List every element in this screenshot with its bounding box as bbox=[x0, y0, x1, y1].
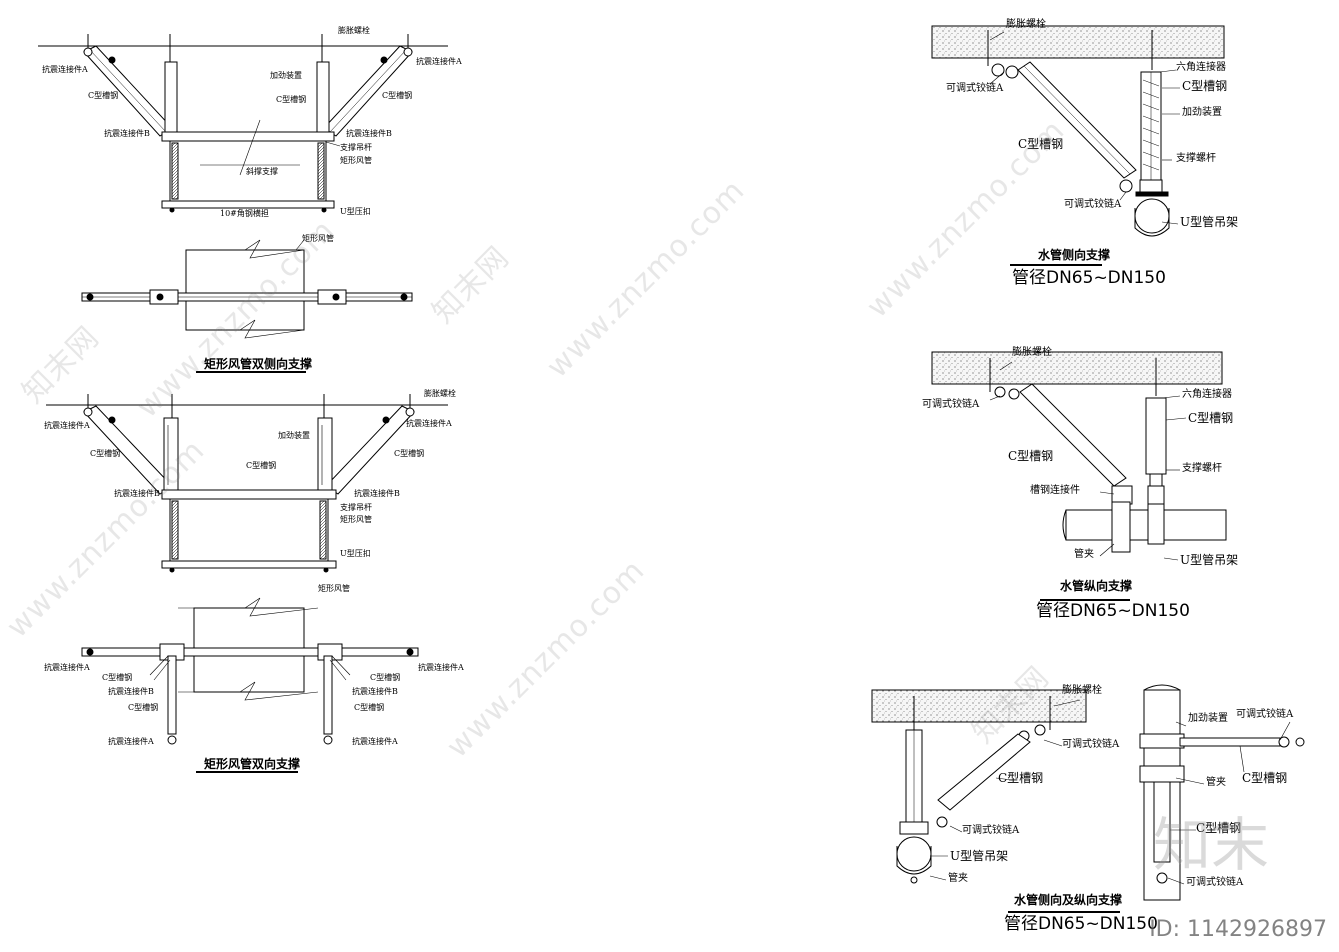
rt-hinge-a-top: 可调式铰链A bbox=[946, 83, 1004, 94]
lt-anchor-a-left: 抗震连接件A bbox=[42, 65, 88, 74]
rb-expansion-bolt: 膨胀螺栓 bbox=[1062, 685, 1102, 696]
lb-plan-anchor-b-l: 抗震连接件B bbox=[108, 687, 154, 696]
lt-anchor-a-right: 抗震连接件A bbox=[416, 57, 462, 66]
lt-anchor-b-left: 抗震连接件B bbox=[104, 129, 150, 138]
rt-support-rod: 支撑螺杆 bbox=[1176, 153, 1216, 164]
pipe-longitudinal-diagram bbox=[931, 351, 1227, 601]
lb-plan-anchor-b-r: 抗震连接件B bbox=[352, 687, 398, 696]
lb-anchor-b-left: 抗震连接件B bbox=[114, 489, 160, 498]
lt-brace-strut: 斜撑支撑 bbox=[246, 167, 278, 176]
lb-anchor-b-right: 抗震连接件B bbox=[354, 489, 400, 498]
rt-hex-connector: 六角连接器 bbox=[1176, 62, 1226, 73]
lb-plan-anchor-a-l2: 抗震连接件A bbox=[108, 737, 154, 746]
rt-reinforce: 加劲装置 bbox=[1182, 107, 1222, 118]
lb-plan-c-r: C型槽钢 bbox=[370, 673, 401, 682]
rb-hinge-a-low: 可调式铰链A bbox=[1186, 877, 1244, 888]
lt-angle-steel: 10#角钢横担 bbox=[220, 209, 269, 218]
rb-hinge-a-mid: 可调式铰链A bbox=[962, 825, 1020, 836]
rt-expansion-bolt: 膨胀螺栓 bbox=[1006, 19, 1046, 30]
lt-c-channel-right: C型槽钢 bbox=[382, 91, 413, 100]
rt-caption: 水管侧向支撑 bbox=[1038, 248, 1111, 262]
rm-pipe-clamp: 管夹 bbox=[1074, 549, 1094, 560]
rb-caption: 水管侧向及纵向支撑 bbox=[1014, 893, 1123, 907]
lb-plan-c-l2: C型槽钢 bbox=[128, 703, 159, 712]
lb-plan-duct: 矩形风管 bbox=[318, 584, 350, 593]
rb-c-channel-side: C型槽钢 bbox=[1242, 771, 1288, 785]
lt-plan-duct: 矩形风管 bbox=[302, 234, 334, 243]
rb-c-channel: C型槽钢 bbox=[998, 771, 1044, 785]
watermark-logo: 知末 bbox=[1152, 811, 1269, 879]
lt-anchor-b-right: 抗震连接件B bbox=[346, 129, 392, 138]
rt-hinge-a-bottom: 可调式铰链A bbox=[1064, 199, 1122, 210]
pipe-combined-diagram bbox=[871, 684, 1305, 913]
rb-pipe-clamp-side: 管夹 bbox=[1206, 777, 1226, 788]
lb-plan-anchor-a-r2: 抗震连接件A bbox=[352, 737, 398, 746]
rb-hinge-a-side: 可调式铰链A bbox=[1236, 709, 1294, 720]
rb-pipe-clamp: 管夹 bbox=[948, 873, 968, 884]
leader-lines bbox=[929, 31, 1291, 885]
lb-anchor-a-left: 抗震连接件A bbox=[44, 421, 90, 430]
lb-plan-anchor-a-r: 抗震连接件A bbox=[418, 663, 464, 672]
rt-u-hanger: U型管吊架 bbox=[1180, 215, 1239, 229]
lb-c-channel-mid: C型槽钢 bbox=[246, 461, 277, 470]
lb-support-rod: 支撑吊杆 bbox=[340, 503, 372, 512]
rm-channel-conn: 槽钢连接件 bbox=[1030, 485, 1080, 496]
rm-c-channel: C型槽钢 bbox=[1188, 411, 1234, 425]
lt-reinforce: 加劲装置 bbox=[270, 71, 302, 80]
rb-c-channel-low: C型槽钢 bbox=[1196, 821, 1242, 835]
lb-expansion-bolt: 膨胀螺栓 bbox=[424, 389, 456, 398]
duct-lateral-elevation bbox=[38, 34, 448, 213]
rb-hinge-a-top: 可调式铰链A bbox=[1062, 739, 1120, 750]
duct-bidirectional-plan bbox=[81, 597, 419, 745]
rm-hinge-a: 可调式铰链A bbox=[922, 399, 980, 410]
rb-reinforce: 加劲装置 bbox=[1188, 713, 1228, 724]
lt-support-rod: 支撑吊杆 bbox=[340, 143, 372, 152]
lb-c-channel-right: C型槽钢 bbox=[394, 449, 425, 458]
lt-expansion-bolt: 膨胀螺栓 bbox=[338, 26, 370, 35]
lb-reinforce: 加劲装置 bbox=[278, 431, 310, 440]
pipe-lateral-diagram bbox=[931, 25, 1225, 266]
rb-size: 管径DN65~DN150 bbox=[1004, 914, 1158, 934]
rm-hex-connector: 六角连接器 bbox=[1182, 389, 1232, 400]
lb-anchor-a-right: 抗震连接件A bbox=[406, 419, 452, 428]
rb-u-hanger: U型管吊架 bbox=[950, 849, 1009, 863]
lb-plan-c-r2: C型槽钢 bbox=[354, 703, 385, 712]
lt-rect-duct: 矩形风管 bbox=[340, 156, 372, 165]
watermark-id: ID: 1142926897 bbox=[1149, 917, 1327, 942]
lb-rect-duct: 矩形风管 bbox=[340, 515, 372, 524]
lb-u-clamp: U型压扣 bbox=[340, 549, 371, 558]
lt-u-clamp: U型压扣 bbox=[340, 207, 371, 216]
rm-expansion-bolt: 膨胀螺栓 bbox=[1012, 347, 1052, 358]
lt-c-channel-left: C型槽钢 bbox=[88, 91, 119, 100]
lb-plan-c-l: C型槽钢 bbox=[102, 673, 133, 682]
rt-size: 管径DN65~DN150 bbox=[1012, 268, 1166, 288]
rm-size: 管径DN65~DN150 bbox=[1036, 601, 1190, 621]
rt-c-channel: C型槽钢 bbox=[1182, 79, 1228, 93]
lt-caption: 矩形风管双侧向支撑 bbox=[204, 357, 313, 371]
rm-support-rod: 支撑螺杆 bbox=[1182, 463, 1222, 474]
rm-c-channel-diag: C型槽钢 bbox=[1008, 449, 1054, 463]
rt-c-channel-diag: C型槽钢 bbox=[1018, 137, 1064, 151]
lt-c-channel-mid: C型槽钢 bbox=[276, 95, 307, 104]
lb-c-channel-left: C型槽钢 bbox=[90, 449, 121, 458]
rm-u-hanger: U型管吊架 bbox=[1180, 553, 1239, 567]
duct-lateral-plan bbox=[81, 239, 413, 339]
lb-caption: 矩形风管双向支撑 bbox=[204, 757, 301, 771]
lb-plan-anchor-a-l: 抗震连接件A bbox=[44, 663, 90, 672]
duct-bidirectional-elevation bbox=[46, 394, 448, 573]
rm-caption: 水管纵向支撑 bbox=[1060, 579, 1133, 593]
